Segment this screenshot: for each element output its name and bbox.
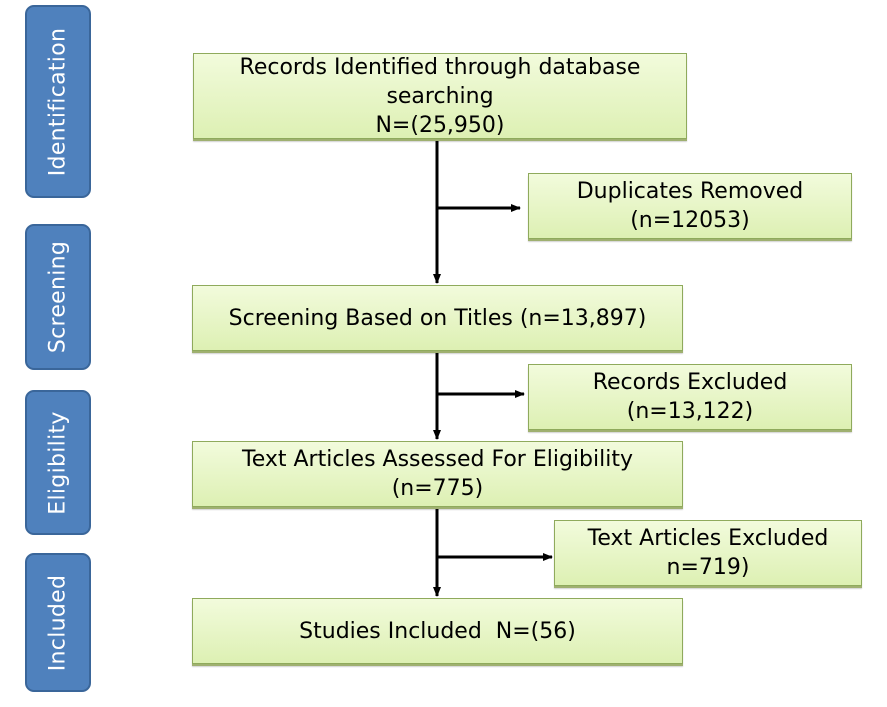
screening-box: Screening Based on Titles (n=13,897): [192, 285, 683, 351]
stage-identification: Identification: [25, 5, 91, 198]
assessed-box: Text Articles Assessed For Eligibility (…: [192, 441, 683, 507]
duplicates-removed-label: Duplicates Removed: [576, 179, 804, 204]
assessed-label: Text Articles Assessed For Eligibility: [242, 447, 633, 472]
duplicates-removed-box: Duplicates Removed (n=12053): [528, 173, 852, 239]
records-excluded-count: (n=13,122): [626, 399, 754, 424]
records-excluded-label: Records Excluded: [592, 370, 788, 395]
studies-included-label: Studies Included N=(56): [299, 618, 576, 644]
records-identified-line1: Records Identified through database: [239, 54, 641, 80]
records-identified-box: Records Identified through database sear…: [193, 53, 687, 139]
stage-included: Included: [25, 553, 91, 692]
duplicates-removed-count: (n=12053): [630, 208, 750, 233]
records-excluded-box: Records Excluded (n=13,122): [528, 364, 852, 430]
articles-excluded-box: Text Articles Excluded n=719): [554, 520, 862, 586]
stage-eligibility: Eligibility: [25, 390, 91, 535]
stage-screening: Screening: [25, 224, 91, 370]
studies-included-box: Studies Included N=(56): [192, 598, 683, 664]
assessed-count: (n=775): [391, 476, 484, 501]
articles-excluded-label: Text Articles Excluded: [587, 526, 829, 551]
articles-excluded-count: n=719): [666, 555, 750, 580]
records-identified-line2: searching: [386, 83, 494, 109]
records-identified-count: N=(25,950): [375, 112, 505, 138]
screening-label: Screening Based on Titles (n=13,897): [228, 305, 647, 331]
